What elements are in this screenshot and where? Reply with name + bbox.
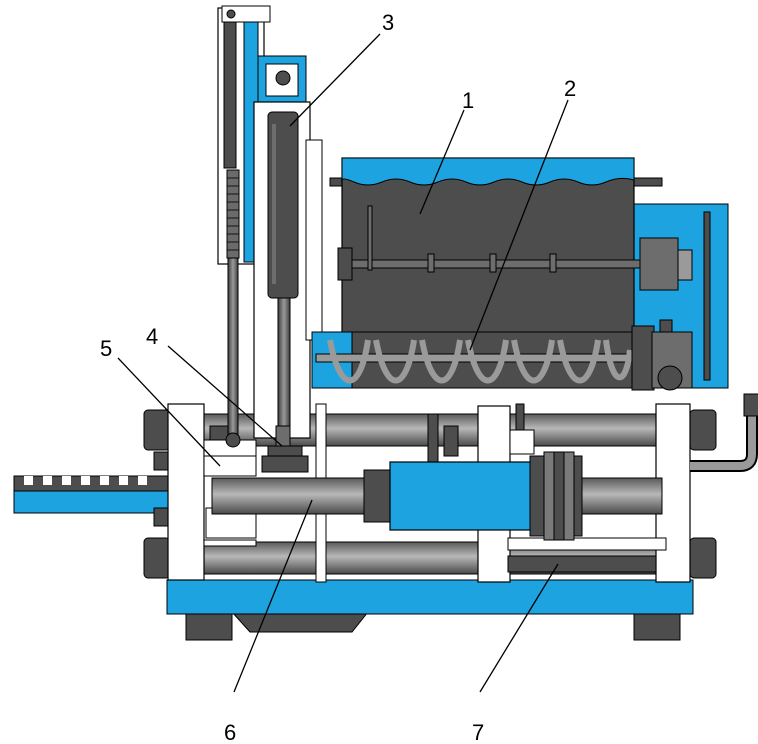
callout-3: 3 [382, 10, 394, 35]
callout-5: 5 [100, 336, 112, 361]
lower-guide [507, 537, 667, 573]
hydraulic-ram [211, 451, 663, 541]
callout-1: 1 [462, 88, 474, 113]
leader-1 [419, 109, 465, 215]
callout-6: 6 [224, 720, 236, 744]
output-conveyor [13, 451, 171, 527]
leader-3 [289, 33, 381, 127]
machine-base [166, 579, 694, 641]
screw-feeder [311, 319, 693, 391]
leader-6 [233, 499, 313, 693]
callout-2: 2 [564, 76, 576, 101]
callout-4: 4 [146, 324, 158, 349]
vertical-press-assembly [217, 5, 323, 473]
leader-4 [167, 345, 283, 447]
callout-leaders [117, 33, 569, 693]
hopper [329, 157, 729, 389]
leader-7 [479, 563, 559, 693]
leader-5 [117, 357, 221, 467]
callout-labels: 1 2 3 4 5 6 7 [100, 10, 576, 744]
callout-7: 7 [472, 720, 484, 744]
leader-2 [469, 99, 569, 351]
